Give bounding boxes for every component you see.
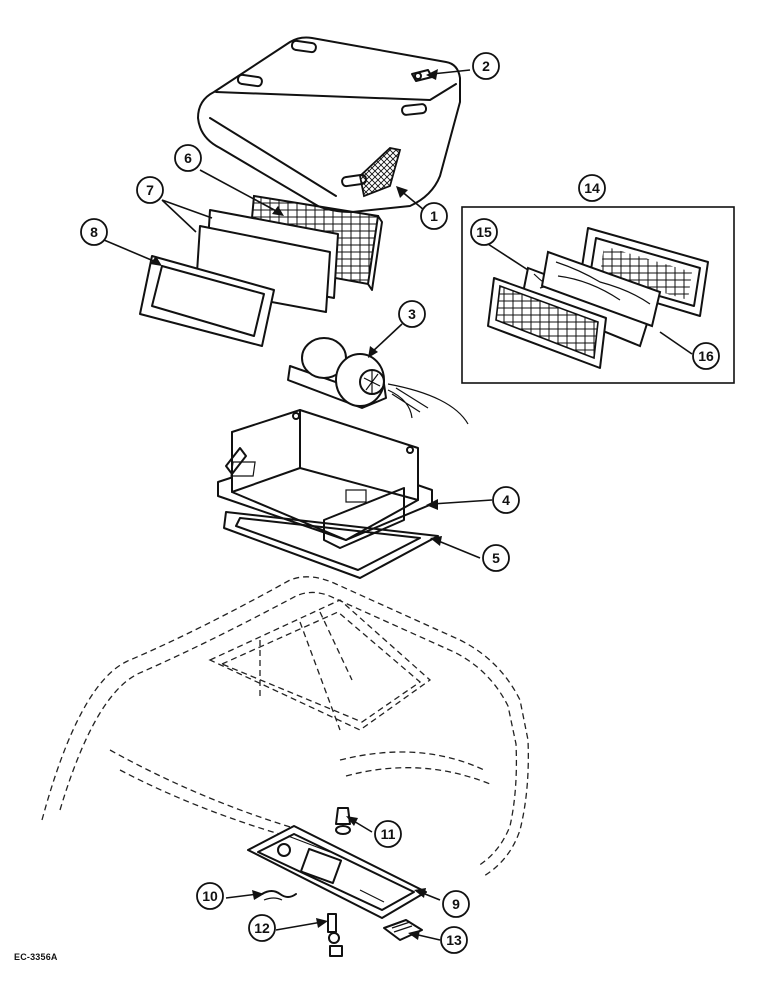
label-plate bbox=[383, 919, 423, 941]
callout-7: 7 bbox=[136, 176, 164, 204]
callout-6: 6 bbox=[174, 144, 202, 172]
cab-frame bbox=[41, 576, 529, 877]
drawing-code: EC-3356A bbox=[14, 952, 58, 962]
filter-frame bbox=[139, 255, 275, 347]
inset-detail-box bbox=[461, 206, 735, 384]
callout-8: 8 bbox=[80, 218, 108, 246]
headliner-panel bbox=[247, 825, 427, 919]
fastener bbox=[411, 69, 433, 82]
callout-2: 2 bbox=[472, 52, 500, 80]
callout-12: 12 bbox=[248, 914, 276, 942]
svg-text:15: 15 bbox=[476, 224, 492, 240]
callout-16: 16 bbox=[692, 342, 720, 370]
wire-clip bbox=[261, 890, 297, 901]
svg-text:1: 1 bbox=[430, 208, 438, 224]
callout-5: 5 bbox=[482, 544, 510, 572]
callout-11: 11 bbox=[374, 820, 402, 848]
svg-text:3: 3 bbox=[408, 306, 416, 322]
svg-text:2: 2 bbox=[482, 58, 490, 74]
svg-text:9: 9 bbox=[452, 896, 460, 912]
housing-box bbox=[217, 409, 433, 549]
svg-text:13: 13 bbox=[446, 932, 462, 948]
callout-9: 9 bbox=[442, 890, 470, 918]
callout-3: 3 bbox=[398, 300, 426, 328]
callout-1: 1 bbox=[420, 202, 448, 230]
svg-text:8: 8 bbox=[90, 224, 98, 240]
svg-text:10: 10 bbox=[202, 888, 218, 904]
svg-text:11: 11 bbox=[381, 826, 396, 842]
control-knob bbox=[335, 807, 351, 835]
blower-motor bbox=[287, 337, 469, 425]
svg-text:16: 16 bbox=[698, 348, 714, 364]
leader-lines bbox=[103, 69, 693, 941]
valve-stem bbox=[327, 913, 343, 957]
callout-14: 14 bbox=[578, 174, 606, 202]
svg-text:12: 12 bbox=[254, 920, 270, 936]
roof-cover bbox=[197, 36, 461, 213]
svg-text:6: 6 bbox=[184, 150, 192, 166]
callout-15: 15 bbox=[470, 218, 498, 246]
gasket bbox=[223, 511, 439, 579]
svg-text:5: 5 bbox=[492, 550, 500, 566]
callout-4: 4 bbox=[492, 486, 520, 514]
svg-text:14: 14 bbox=[584, 180, 600, 196]
callout-10: 10 bbox=[196, 882, 224, 910]
callout-13: 13 bbox=[440, 926, 468, 954]
svg-text:7: 7 bbox=[146, 182, 154, 198]
svg-text:4: 4 bbox=[502, 492, 510, 508]
